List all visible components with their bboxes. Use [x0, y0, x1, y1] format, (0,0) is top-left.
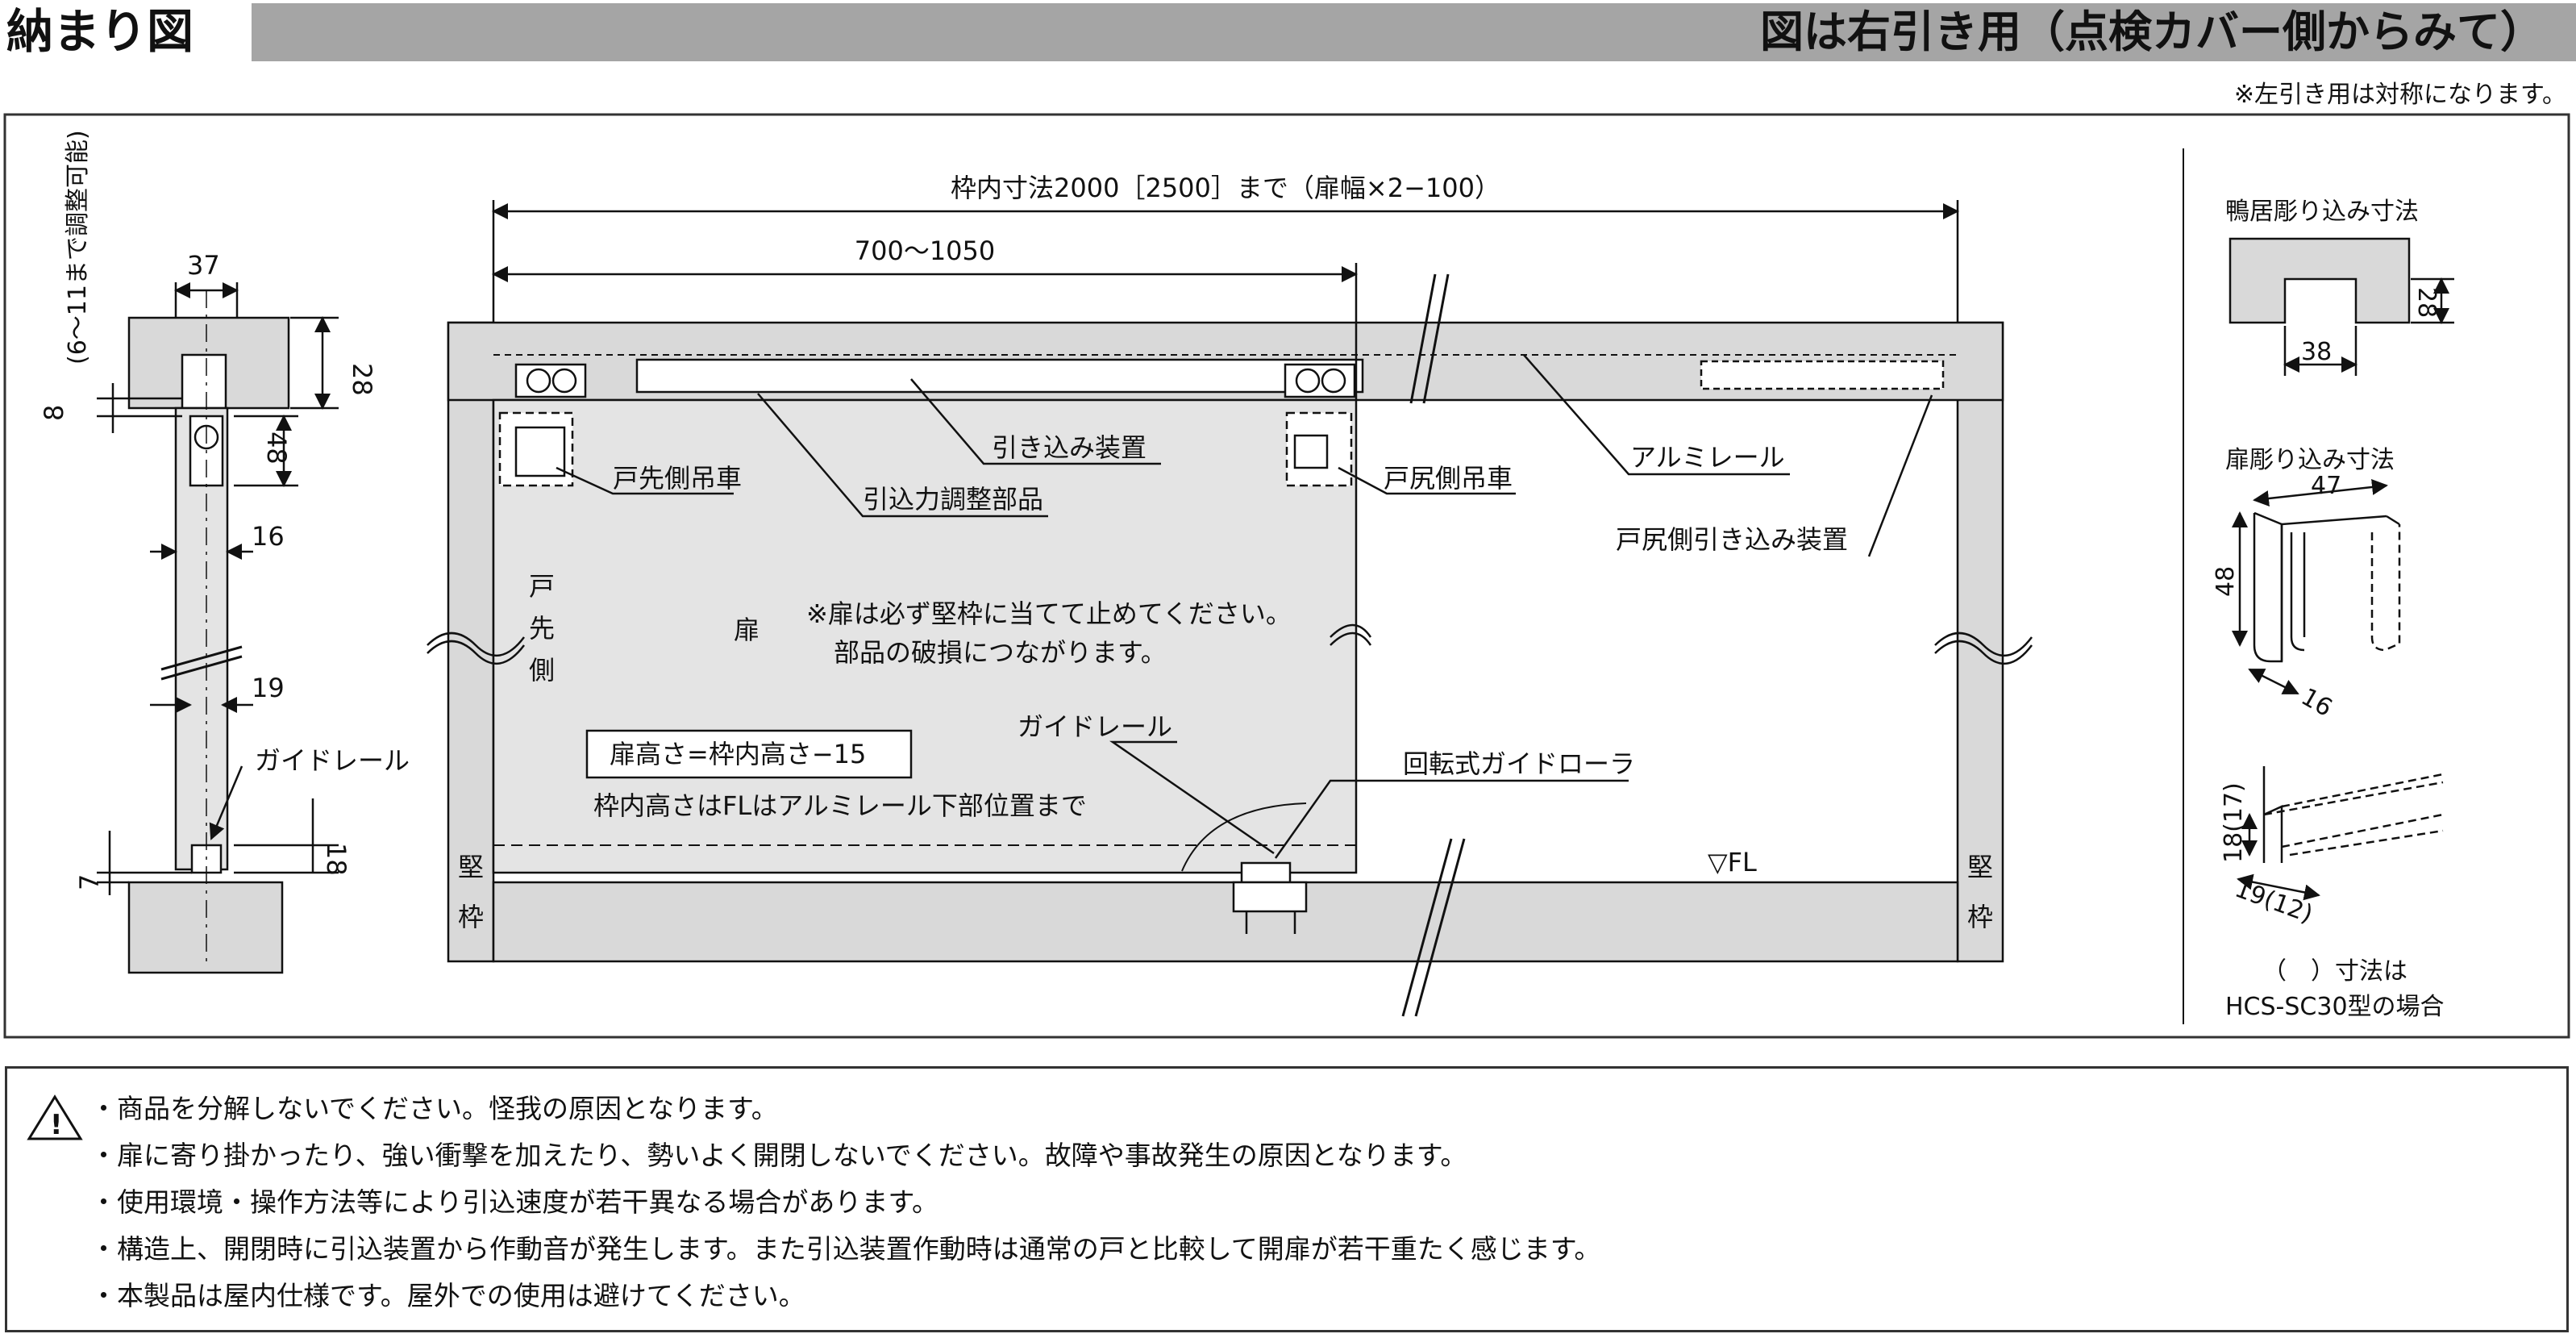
door-48: 48: [2212, 566, 2240, 597]
dim-18: 18: [321, 843, 352, 876]
right-jamb-1: 堅: [1967, 852, 1993, 882]
front-hanger: [498, 363, 587, 487]
dim-16: 16: [252, 521, 285, 552]
warning-icon: !: [27, 1094, 83, 1141]
header-note: ※左引き用は対称になります。: [2233, 81, 2566, 109]
warning-box: [5, 1066, 2569, 1332]
pull-device-label: 引き込み装置: [992, 432, 1147, 463]
svg-text:!: !: [50, 1109, 63, 1141]
front-view: [427, 200, 2033, 1017]
warning-item: 扉に寄り掛かったり、強い衝撃を加えたり、勢いよく開閉しないでください。故障や事故…: [90, 1132, 1600, 1179]
force-part-label: 引込力調整部品: [863, 484, 1043, 515]
warning-line-1: ※扉は必ず堅枠に当てて止めてください。: [806, 598, 1292, 629]
rear-hanger: [1284, 363, 1356, 487]
dim-28: 28: [347, 363, 377, 396]
header-bar: [252, 3, 2576, 61]
door-height-label: 扉高さ=枠内高さ−15: [610, 739, 866, 769]
range-label: 700〜1050: [855, 236, 996, 266]
door-title: 扉彫り込み寸法: [2225, 446, 2395, 474]
dim-37: 37: [187, 250, 220, 281]
dim-8: 8: [39, 405, 69, 421]
warning-list: 商品を分解しないでください。怪我の原因となります。 扉に寄り掛かったり、強い衝撃…: [90, 1086, 1600, 1319]
left-jamb-1: 堅: [458, 852, 484, 882]
lintel-title: 鴨居彫り込み寸法: [2225, 198, 2419, 226]
detail-views: [2229, 237, 2454, 901]
warning-item: 使用環境・操作方法等により引込速度が若干異なる場合があります。: [90, 1179, 1600, 1226]
header-subtitle: 図は右引き用（点検カバー側からみて）: [1760, 6, 2544, 57]
right-jamb-2: 枠: [1967, 902, 1993, 932]
door-side-2: 先: [529, 613, 555, 644]
rail-groove: [2262, 766, 2444, 863]
door-panel: [492, 398, 1358, 874]
front-guide-rail-label: ガイドレール: [1017, 711, 1172, 742]
paren-note: （ ）寸法は: [2262, 957, 2407, 986]
detail-labels: 鴨居彫り込み寸法 28 38 扉彫り込み寸法 47 48 16 18(17) 1…: [2212, 198, 2445, 1021]
frame-width-label: 枠内寸法2000［2500］まで（扉幅×2−100）: [951, 173, 1500, 203]
door-groove: [2253, 511, 2401, 663]
section-labels: 37 28 8 (6〜11まで調整可能) 48 16 19 ガイドレール 18 …: [39, 130, 410, 890]
rear-pull-body: [1700, 360, 1945, 390]
rail-19: 19(12): [2231, 875, 2316, 929]
frame-height-note: 枠内高さはFLはアルミレール下部位置まで: [593, 790, 1087, 821]
warning-line-2: 部品の破損につながります。: [834, 637, 1167, 668]
front-labels: 枠内寸法2000［2500］まで（扉幅×2−100） 700〜1050 引き込み…: [458, 173, 1993, 932]
lintel-profile: [2229, 237, 2411, 324]
aluminum-rail-label: アルミレール: [1630, 442, 1785, 473]
rear-pull-label: 戸尻側引き込み装置: [1616, 524, 1848, 555]
door-height-box: [585, 729, 913, 779]
page-title: 納まり図: [6, 4, 194, 59]
section-view: [97, 282, 339, 974]
section-guide-rail-label: ガイドレール: [255, 745, 410, 776]
warning-item: 構造上、開閉時に引込装置から作動音が発生します。また引込装置作動時は通常の戸と比…: [90, 1226, 1600, 1273]
dim-48: 48: [261, 431, 292, 465]
section-hanger: [181, 353, 227, 410]
model-note: HCS-SC30型の場合: [2225, 993, 2445, 1021]
lintel-38: 38: [2301, 338, 2332, 366]
rear-hanger-label: 戸尻側吊車: [1384, 463, 1513, 494]
roller-label: 回転式ガイドローラ: [1403, 748, 1635, 779]
warning-item: 商品を分解しないでください。怪我の原因となります。: [90, 1086, 1600, 1132]
door-47: 47: [2311, 472, 2341, 500]
door-16: 16: [2296, 683, 2337, 723]
door-side-3: 側: [529, 655, 555, 686]
front-hanger-label: 戸先側吊車: [613, 463, 742, 494]
drawing-frame: [3, 113, 2570, 1039]
adjust-note: (6〜11まで調整可能): [64, 130, 92, 365]
pull-device-body: [635, 358, 1364, 394]
lintel-28: 28: [2412, 287, 2441, 318]
door-side-1: 戸: [529, 571, 555, 602]
guide-roller: [1232, 861, 1308, 934]
dim-7: 7: [74, 874, 105, 890]
dim-19: 19: [252, 673, 285, 703]
rail-18: 18(17): [2220, 782, 2248, 863]
fl-label: ▽FL: [1708, 847, 1757, 877]
section-floor: [127, 881, 284, 974]
door-label: 扉: [734, 615, 759, 645]
sill-frame: [492, 881, 1959, 963]
warning-item: 本製品は屋内仕様です。屋外での使用は避けてください。: [90, 1273, 1600, 1319]
left-jamb-2: 枠: [458, 902, 484, 932]
